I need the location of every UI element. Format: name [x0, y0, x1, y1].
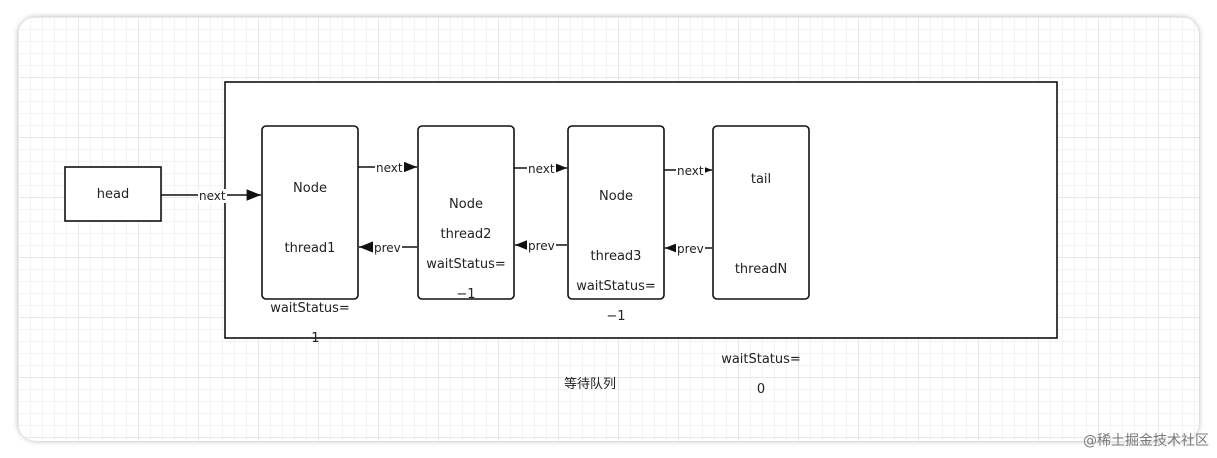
label-next-3: next	[676, 164, 705, 178]
node-1-line-2: thread1	[284, 241, 336, 256]
node-1-line-3	[270, 271, 350, 286]
node-text-2: Node thread2 waitStatus= −1	[426, 182, 506, 317]
node-text-tail: tail threadN waitStatus= 0	[721, 157, 801, 412]
node-2-line-1: thread2	[440, 227, 492, 242]
label-head-next: next	[198, 189, 227, 203]
node-tail-line-3: threadN	[734, 262, 788, 277]
node-2-line-2: waitStatus=	[426, 257, 506, 272]
node-1-line-5: −1	[300, 331, 320, 346]
node-box-2	[417, 125, 515, 300]
node-text-3: Node thread3 waitStatus= −1	[576, 174, 656, 339]
node-tail-line-2	[721, 232, 801, 247]
node-box-1	[261, 125, 359, 300]
label-prev-1: prev	[373, 241, 402, 255]
node-box-3	[567, 125, 665, 300]
node-text-1: Node thread1 waitStatus= −1	[270, 166, 350, 361]
node-1-line-4: waitStatus=	[270, 301, 350, 316]
node-3-line-1	[576, 219, 656, 234]
node-tail-line-7: 0	[756, 382, 766, 397]
node-2-line-0: Node	[449, 197, 483, 212]
wait-queue-caption: 等待队列	[563, 377, 617, 392]
node-1-line-1	[270, 211, 350, 226]
node-3-line-3: waitStatus=	[576, 279, 656, 294]
head-box	[64, 166, 162, 222]
node-3-line-0: Node	[599, 189, 633, 204]
node-tail-line-0: tail	[750, 172, 772, 187]
label-prev-2: prev	[527, 239, 556, 253]
node-3-line-4: −1	[606, 309, 626, 324]
node-tail-line-4	[721, 292, 801, 307]
watermark-text: @稀土掘金技术社区	[1083, 433, 1209, 449]
node-tail-line-6: waitStatus=	[721, 352, 801, 367]
node-3-line-2: thread3	[590, 249, 642, 264]
label-next-2: next	[527, 162, 556, 176]
node-tail-line-1	[721, 202, 801, 217]
label-next-1: next	[375, 161, 404, 175]
label-prev-3: prev	[676, 242, 705, 256]
node-1-line-0: Node	[293, 181, 327, 196]
node-tail-line-5	[721, 322, 801, 337]
node-box-tail	[712, 125, 810, 300]
head-label: head	[96, 187, 130, 202]
node-2-line-3: −1	[456, 287, 476, 302]
